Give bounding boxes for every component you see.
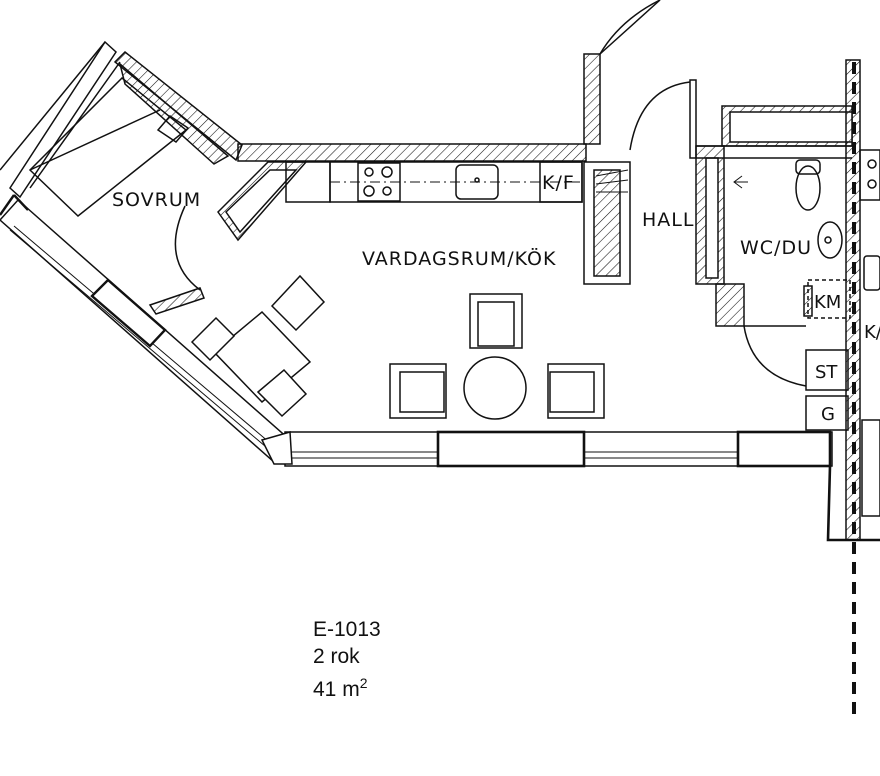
door-north — [599, 0, 661, 55]
door-bath — [743, 325, 807, 387]
window-sw-1 — [90, 278, 167, 348]
wall-bedroom-inner — [118, 61, 230, 165]
toilet-bowl — [795, 165, 821, 211]
wall-bedroom-northeast — [113, 50, 243, 162]
sink — [455, 164, 499, 200]
fridge-box — [539, 161, 583, 203]
apartment-id: E-1013 — [313, 618, 381, 641]
label-km: KM — [814, 292, 841, 313]
wall-bedroom-northwest — [9, 40, 117, 199]
apartment-info: E-1013 2 rok 41 m2 — [313, 616, 381, 703]
apartment-area-value: 41 m — [313, 678, 360, 701]
door-bedroom — [174, 205, 201, 291]
door-entrance-frame — [689, 79, 697, 159]
label-ka: K/ — [864, 322, 880, 343]
window-south-1 — [436, 430, 586, 468]
wall-top — [237, 143, 587, 162]
apartment-type: 2 rok — [313, 645, 360, 668]
chair-sw-3 — [270, 274, 326, 332]
toilet-tank — [795, 159, 821, 175]
wall-hall-west — [583, 53, 601, 145]
label-g: G — [821, 404, 835, 425]
apartment-area: 41 m2 — [313, 670, 381, 703]
room-label-vardagsrum: VARDAGSRUM/KÖK — [362, 247, 556, 270]
window-south-2 — [736, 430, 832, 468]
label-st: ST — [815, 362, 838, 383]
room-label-wc: WC/DU — [740, 237, 812, 259]
wall-bedroom-partition — [148, 287, 205, 315]
room-label-sovrum: SOVRUM — [112, 189, 201, 211]
chair-sw-1 — [190, 316, 236, 362]
door-entrance — [629, 81, 691, 151]
washbasin — [817, 221, 843, 259]
pillow — [156, 115, 190, 143]
apartment-area-exponent: 2 — [359, 675, 368, 691]
stove — [357, 162, 401, 202]
room-label-hall: HALL — [642, 209, 694, 231]
chair-sw-2 — [256, 368, 308, 418]
round-table — [463, 356, 527, 420]
facade-south — [284, 431, 833, 467]
label-kf: K/F — [542, 172, 575, 194]
